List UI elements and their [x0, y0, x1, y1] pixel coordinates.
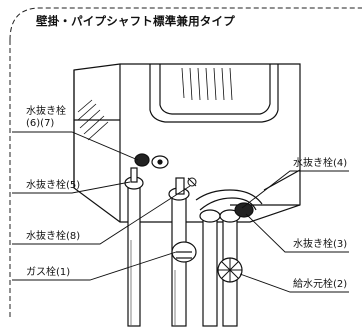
label-drain-5: 水抜き栓(5)	[26, 180, 81, 191]
wall-hatching	[77, 67, 233, 141]
leader-drain-3	[245, 213, 349, 253]
frame-border-top	[9, 7, 362, 41]
label-drain-8: 水抜き栓(8)	[26, 231, 81, 242]
leader-drain-5	[12, 181, 131, 194]
leader-drain-4	[241, 170, 349, 209]
label-water-2: 給水元栓(2)	[293, 279, 348, 290]
label-drain-4: 水抜き栓(4)	[293, 158, 348, 169]
leader-lines	[12, 131, 349, 293]
label-drain-6-7-line2: (6)(7)	[26, 118, 55, 129]
leader-drain-8	[12, 185, 191, 245]
pipe-gas	[168, 177, 197, 327]
pipe-left	[124, 167, 144, 327]
leader-water-2	[239, 273, 349, 293]
pipe-right	[195, 189, 263, 327]
label-drain-6-7-line1: 水抜き栓	[26, 106, 66, 117]
label-drain-3: 水抜き栓(3)	[293, 239, 348, 250]
valve-8	[187, 177, 197, 187]
leader-drain-6-7	[12, 131, 139, 161]
water-heater-unit	[73, 63, 301, 223]
label-gas-1: ガス栓(1)	[26, 267, 71, 278]
page-title: 壁掛・パイプシャフト標準兼用タイプ	[36, 14, 235, 28]
leader-gas-1	[12, 251, 177, 281]
valve-heads-6-7	[134, 153, 169, 169]
